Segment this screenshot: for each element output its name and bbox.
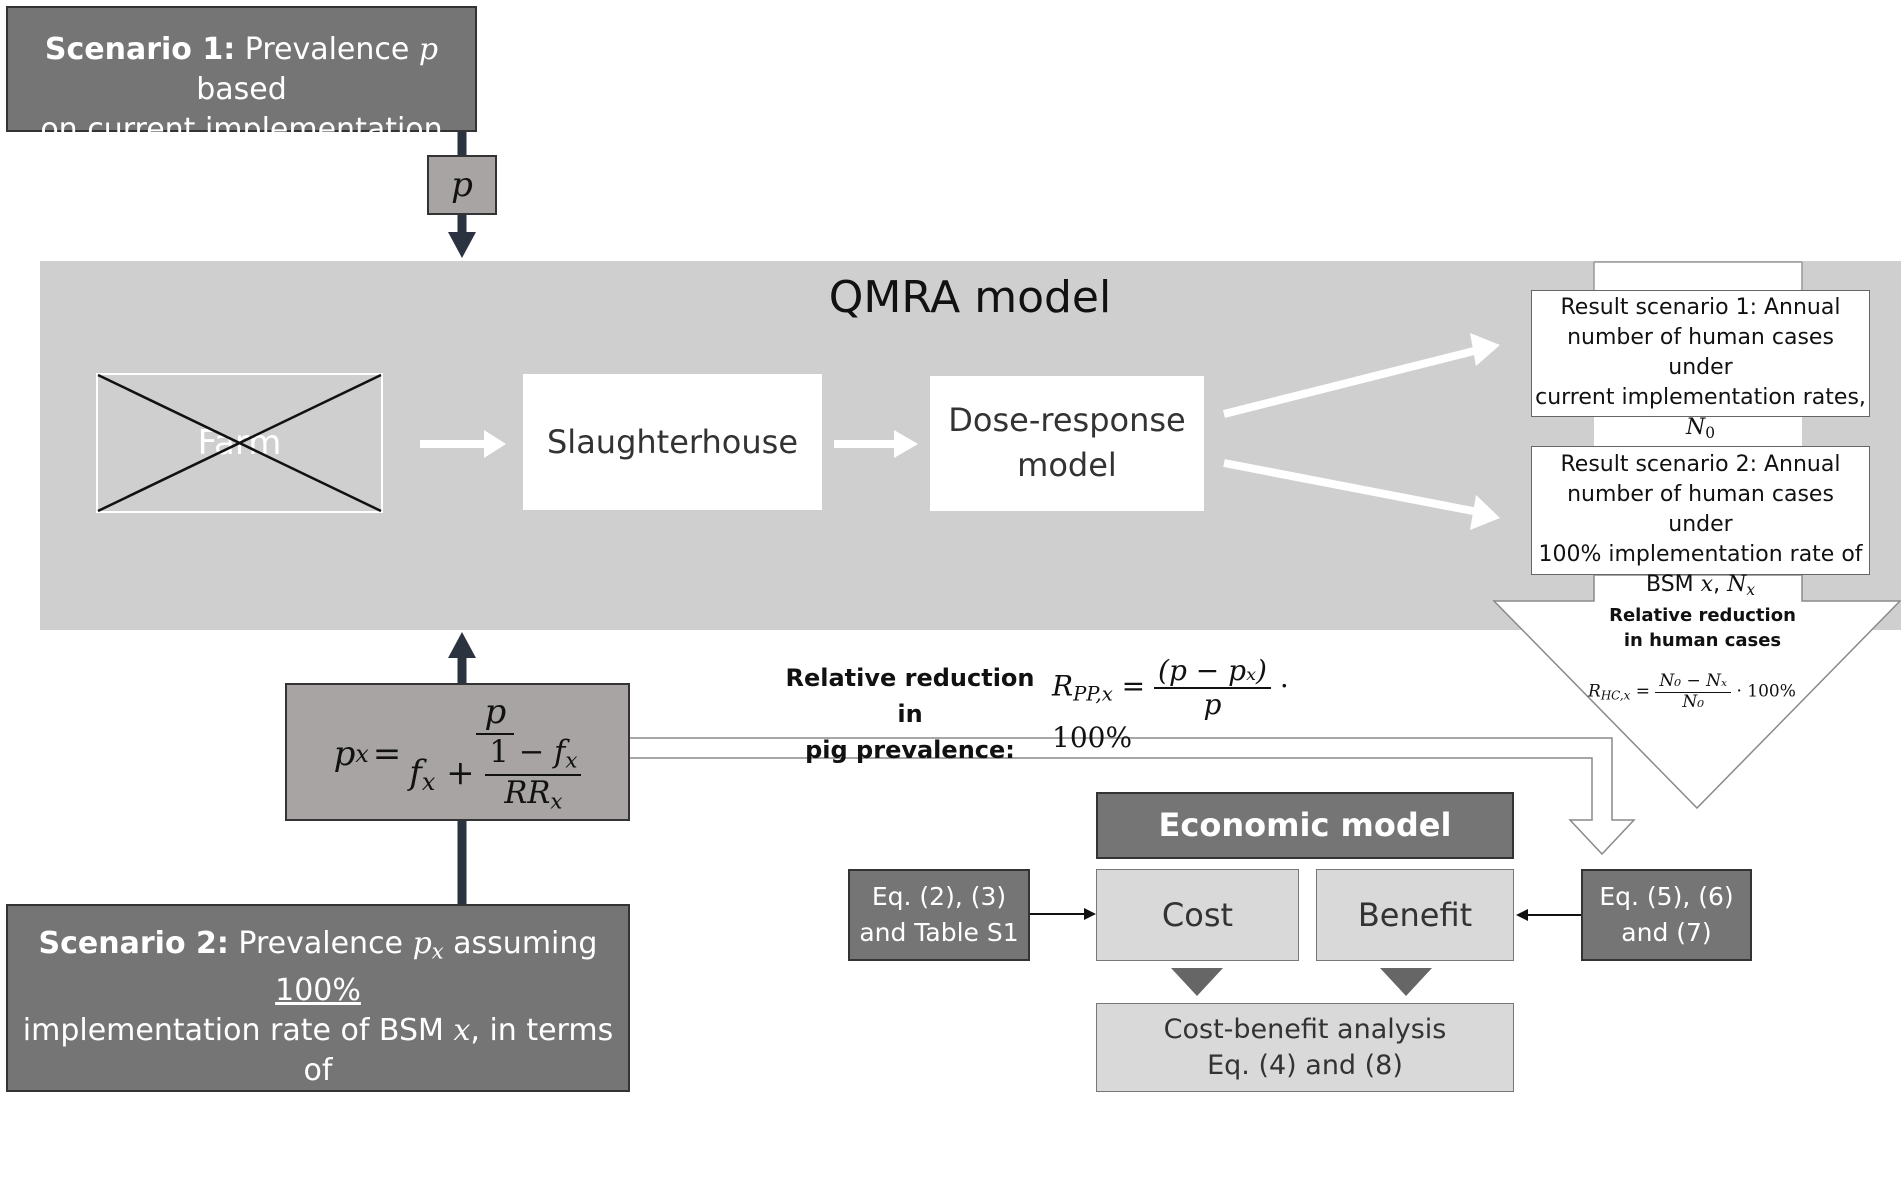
relative-reduction-pig-label: Relative reduction in pig prevalence: xyxy=(785,664,1035,764)
result2-line-4: BSM x, Nx xyxy=(1645,572,1755,599)
scenario1-line-2: on current implementation rates xyxy=(40,112,443,187)
benefit-box: Benefit xyxy=(1316,869,1514,961)
result-scenario-2: Result scenario 2: Annual number of huma… xyxy=(1531,446,1870,599)
scenario1-line-1: Scenario 1: Prevalence p based xyxy=(44,32,439,107)
scenario2-line-1: Scenario 2: Prevalence px assuming 100% xyxy=(38,926,598,1009)
result2-line-3: 100% implementation rate of xyxy=(1538,542,1863,567)
result-scenario-1: Result scenario 1: Annual number of huma… xyxy=(1531,290,1870,442)
cost-benefit-analysis-box: Cost-benefit analysis Eq. (4) and (8) xyxy=(1096,1003,1514,1092)
economic-model-title: Economic model xyxy=(1096,792,1514,859)
qmra-title: QMRA model xyxy=(828,272,1112,323)
relative-reduction-human-label: Relative reduction in human cases xyxy=(1609,605,1796,651)
arrow-dose-to-result2 xyxy=(1223,459,1479,516)
scenario-1-box: Scenario 1: Prevalence p based on curren… xyxy=(6,6,477,187)
arrow-p-to-qmra-head xyxy=(448,232,476,258)
relative-reduction-arrow xyxy=(1492,574,1901,810)
cost-box: Cost xyxy=(1096,869,1299,961)
arrow-dose-to-result1 xyxy=(1223,346,1479,418)
result1-line-3: current implementation rates, xyxy=(1535,385,1866,410)
dose-line-1: Dose-response xyxy=(948,401,1186,439)
arrow-px-to-qmra-head xyxy=(448,632,476,658)
p-box: p xyxy=(427,155,497,215)
farm-cross xyxy=(97,373,382,513)
cba-line-2: Eq. (4) and (8) xyxy=(1207,1050,1403,1081)
px-to-economic-arrow xyxy=(630,737,1636,856)
arrow-slaughter-to-dose-head xyxy=(894,430,918,458)
dose-line-2: model xyxy=(1017,446,1117,484)
result1-line-1: Result scenario 1: Annual xyxy=(1560,295,1841,320)
slaughterhouse-box: Slaughterhouse xyxy=(523,374,822,510)
arrow-farm-to-slaughter-head xyxy=(484,430,506,458)
relative-reduction-pig-formula: RPP,x = (p − pₓ)p · 100% xyxy=(1052,654,1289,755)
triangle-cost-to-cba xyxy=(1171,968,1223,996)
result2-line-1: Result scenario 2: Annual xyxy=(1560,452,1841,477)
scenario2-line-3: p, risk ratio RRx and current xyxy=(107,1093,529,1131)
scenario-2-box: Scenario 2: Prevalence px assuming 100% … xyxy=(6,904,630,1178)
scenario2-line-4: implementation rate fx xyxy=(147,1140,489,1178)
scenario2-line-2: implementation rate of BSM x, in terms o… xyxy=(22,1013,614,1089)
eq-benefit-source-box: Eq. (5), (6) and (7) xyxy=(1581,869,1752,961)
arrow-dose-to-result2-head xyxy=(1470,495,1500,530)
arrow-dose-to-result1-head xyxy=(1470,333,1500,366)
eq-cost-source-box: Eq. (2), (3) and Table S1 xyxy=(848,869,1030,961)
result-band-top xyxy=(1594,262,1802,290)
result1-n0: N0 xyxy=(1685,415,1716,442)
triangle-benefit-to-cba xyxy=(1380,968,1432,996)
result2-line-2: number of human cases under xyxy=(1567,482,1834,537)
dose-response-box: Dose-response model xyxy=(930,376,1204,511)
cba-line-1: Cost-benefit analysis xyxy=(1163,1014,1447,1045)
result1-line-2: number of human cases under xyxy=(1567,325,1834,380)
result-band-mid xyxy=(1594,417,1802,446)
